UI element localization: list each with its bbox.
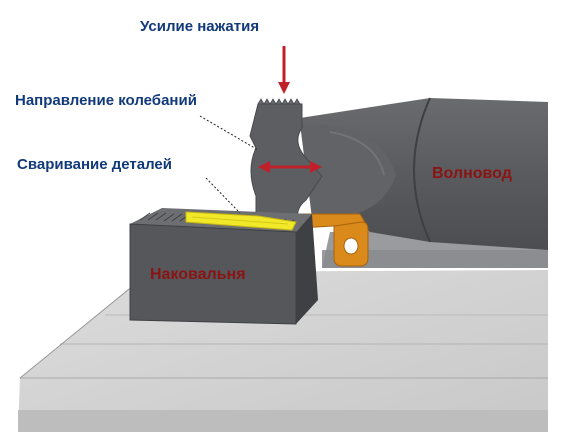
pressure-force-label: Усилие нажатия — [140, 18, 260, 35]
waveguide — [300, 97, 548, 250]
leader-lines — [199, 115, 259, 214]
welding-parts-label: Сваривание деталей — [17, 156, 172, 173]
double-headed-arrow-icon — [258, 161, 322, 173]
waveguide-label: Волновод — [432, 165, 512, 182]
weld-zone — [185, 211, 297, 231]
anvil-label: Наковальня — [150, 266, 246, 283]
vibration-direction-label: Направление колебаний — [15, 92, 197, 109]
down-arrow-icon — [278, 46, 290, 94]
